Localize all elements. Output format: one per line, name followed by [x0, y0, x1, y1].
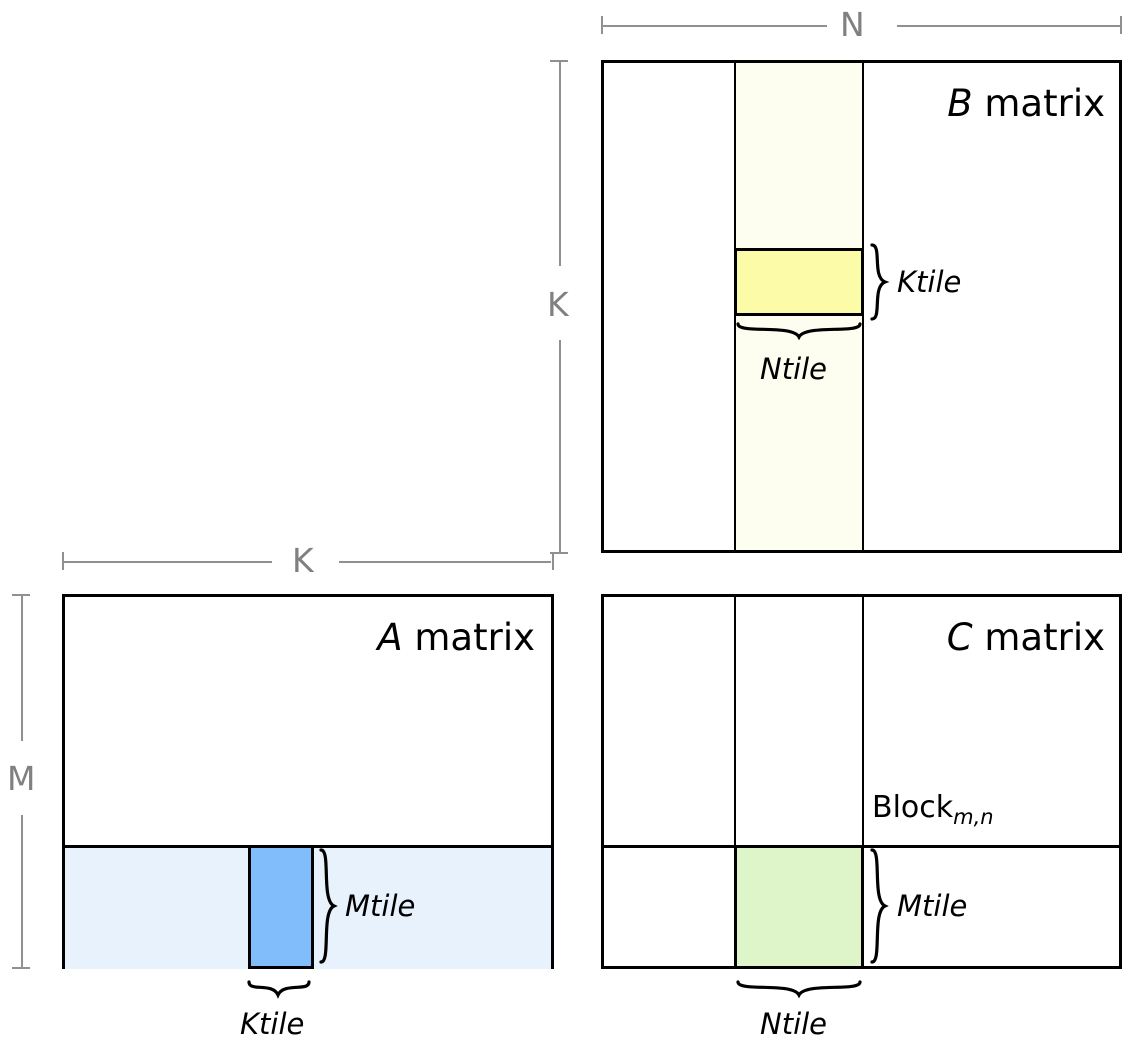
dimension-k-vertical-label: K [547, 285, 569, 324]
c-matrix-block-label-base: Block [872, 790, 954, 825]
b-matrix: B matrix [601, 60, 1122, 553]
a-matrix-ktile-brace [247, 978, 311, 1004]
a-matrix: A matrix [62, 594, 554, 969]
dimension-m-segment-top [21, 595, 23, 741]
dimension-k-horizontal-cap-right [552, 552, 554, 570]
c-matrix-label: C matrix [947, 619, 1105, 656]
a-matrix-label-letter: A [377, 616, 403, 659]
c-matrix-label-letter: C [946, 616, 973, 659]
dimension-k-horizontal-rule [62, 550, 554, 572]
a-matrix-label-word: matrix [402, 616, 535, 659]
dimension-m-segment-bottom [21, 815, 23, 967]
dimension-n-rule [601, 14, 1122, 36]
a-matrix-mtile-brace [317, 848, 343, 964]
a-matrix-mtile-label: Mtile [345, 889, 416, 923]
c-matrix-ntile-label: Ntile [760, 1007, 828, 1041]
dimension-k-horizontal-segment-left [63, 561, 272, 563]
c-matrix-divider-right [862, 597, 864, 966]
dimension-k-horizontal-segment-right [339, 561, 551, 563]
c-matrix-ntile-mtile-tile [734, 845, 864, 969]
a-matrix-label: A matrix [377, 619, 535, 656]
dimension-k-vertical-rule [548, 60, 570, 554]
c-matrix-block-label-subscript: m,n [953, 805, 994, 829]
b-matrix-label-letter: B [947, 82, 973, 125]
c-matrix-label-word: matrix [972, 616, 1105, 659]
c-matrix-mtile-brace [868, 848, 894, 964]
a-matrix-ktile-label: Ktile [240, 1007, 305, 1041]
b-matrix-label: B matrix [947, 85, 1105, 122]
dimension-k-vertical-segment-bottom [559, 340, 561, 553]
c-matrix-ntile-brace [736, 978, 862, 1004]
dimension-n-cap-right [1120, 16, 1122, 34]
dimension-k-vertical-cap-bottom [550, 552, 568, 554]
b-matrix-ktile-label: Ktile [897, 265, 962, 299]
a-matrix-ktile-mtile-tile [248, 845, 314, 969]
dimension-k-horizontal-label: K [292, 541, 314, 580]
dimension-n-label: N [840, 5, 865, 44]
dimension-m-label: M [7, 759, 36, 798]
b-matrix-ktile-tile [734, 248, 864, 316]
c-matrix-divider-left [734, 597, 736, 966]
c-matrix: C matrix Blockm,n [601, 594, 1122, 969]
b-matrix-ntile-label: Ntile [760, 352, 828, 386]
dimension-k-vertical-segment-top [559, 61, 561, 266]
b-matrix-label-word: matrix [972, 82, 1105, 125]
dimension-m-cap-bottom [12, 967, 30, 969]
dimension-m-rule [10, 594, 32, 969]
dimension-n-segment-right [897, 25, 1121, 27]
c-matrix-block-label: Blockm,n [872, 793, 994, 828]
b-matrix-ktile-brace [868, 243, 894, 321]
c-matrix-mtile-label: Mtile [897, 889, 968, 923]
dimension-n-segment-left [602, 25, 827, 27]
b-matrix-ntile-brace [736, 320, 862, 346]
